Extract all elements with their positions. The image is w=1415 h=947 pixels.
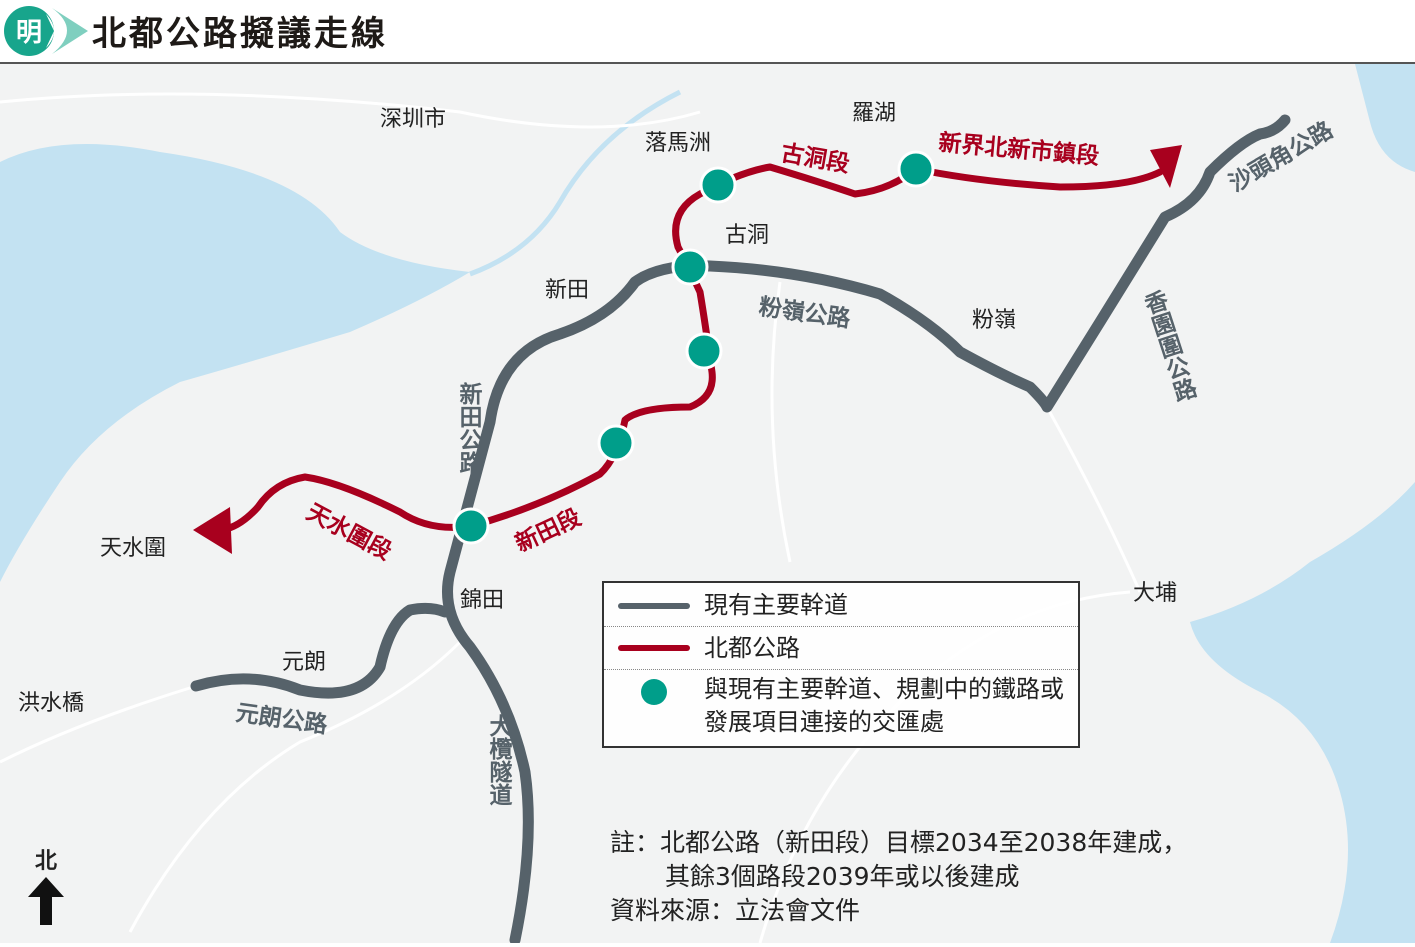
interchange-dot: [699, 166, 737, 204]
legend: 現有主要幹道 北都公路 與現有主要幹道、規劃中的鐵路或發展項目連接的交匯處: [602, 581, 1080, 748]
svg-text:明: 明: [16, 18, 42, 48]
place-label: 錦田: [460, 588, 504, 613]
gray-line-icon: [618, 602, 690, 609]
place-label: 粉嶺: [972, 308, 1016, 333]
place-label: 新田: [545, 278, 589, 303]
red-line-icon: [618, 645, 690, 651]
interchange-dot: [897, 150, 935, 188]
interchange-dot: [685, 332, 723, 370]
place-label: 元朗: [282, 650, 326, 675]
water-deep-bay: [0, 144, 470, 582]
page-title: 北都公路擬議走線: [92, 14, 388, 54]
water-mirs-bay: [1355, 64, 1415, 172]
map-canvas: 深圳市 羅湖 落馬洲 古洞 新田 粉嶺 天水圍 錦田 元朗 洪水橋 大埔 新田公…: [0, 64, 1415, 946]
ming-pao-logo: 明: [4, 6, 88, 56]
footnote: 註：北都公路（新田段）目標2034至2038年建成， 其餘3個路段2039年或以…: [610, 828, 1188, 925]
nmh-route-west: [218, 473, 475, 534]
place-label: 古洞: [725, 223, 769, 248]
place-label: 落馬洲: [645, 131, 711, 156]
water-tolo-harbour: [1190, 482, 1415, 943]
north-arrow: 北: [26, 843, 66, 931]
interchange-dot: [597, 424, 635, 462]
place-label: 天水圍: [100, 536, 166, 561]
place-label: 洪水橋: [18, 691, 84, 716]
place-label: 羅湖: [852, 101, 896, 126]
arrow-head-west-icon: [193, 507, 232, 554]
place-label: 深圳市: [380, 107, 446, 132]
road-label: 新田公路: [455, 381, 483, 474]
legend-item: 現有主要幹道: [604, 585, 1078, 627]
legend-item: 北都公路: [604, 627, 1078, 670]
place-label: 大埔: [1133, 581, 1177, 606]
existing-road-main: [442, 114, 1291, 946]
interchange-dot: [671, 248, 709, 286]
arrow-head-east-icon: [1150, 145, 1182, 188]
legend-item: 與現有主要幹道、規劃中的鐵路或發展項目連接的交匯處: [604, 673, 1078, 743]
water-shenzhen-river: [469, 89, 682, 277]
nmh-route-east: [467, 163, 1164, 530]
header: 明 北都公路擬議走線: [0, 0, 1415, 62]
road-label: 大欖隧道: [485, 714, 513, 806]
existing-road-yuen-long: [190, 602, 451, 699]
interchanges: [452, 150, 935, 545]
map[interactable]: 深圳市 羅湖 落馬洲 古洞 新田 粉嶺 天水圍 錦田 元朗 洪水橋 大埔 新田公…: [0, 62, 1415, 946]
teal-dot-icon: [641, 679, 667, 705]
interchange-dot: [452, 507, 490, 545]
north-arrow-icon: [28, 877, 64, 925]
